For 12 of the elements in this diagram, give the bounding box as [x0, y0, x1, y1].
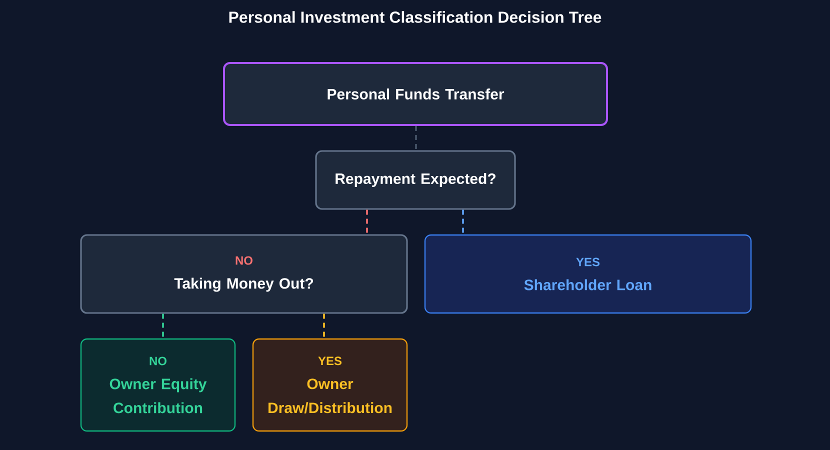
decision-box: Repayment Expected? [315, 150, 516, 210]
connector [415, 126, 417, 150]
connector [366, 210, 368, 234]
start-box: Personal Funds Transfer [223, 62, 608, 126]
connector [462, 210, 464, 234]
decision-box: NO Taking Money Out? [80, 234, 408, 314]
result-box: YES Owner Draw/Distribution [252, 338, 408, 432]
title: Personal Investment Classification Decision Tree [229, 11, 602, 23]
connector [162, 314, 164, 338]
result-box: NO Owner Equity Contribution [80, 338, 236, 432]
connector [323, 314, 325, 338]
result-box: YES Shareholder Loan [424, 234, 752, 314]
